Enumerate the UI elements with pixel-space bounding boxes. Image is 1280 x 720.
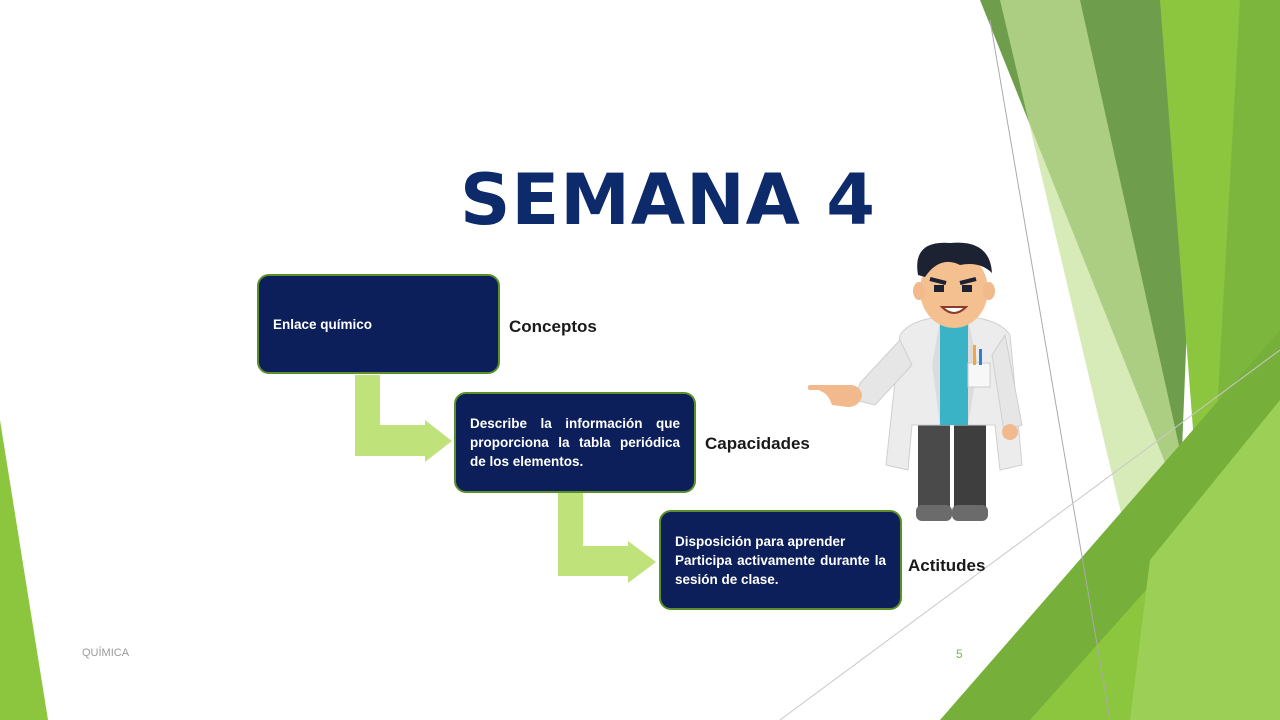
page-number: 5 <box>956 647 963 661</box>
step-text-line2: Participa activamente durante la sesión … <box>675 552 886 587</box>
step-arrow-1 <box>355 375 452 462</box>
step-box-capacity: Describe la información que proporciona … <box>454 392 696 493</box>
step-text: Describe la información que proporciona … <box>470 416 680 469</box>
slide-title: SEMANA 4 <box>460 159 876 241</box>
step-text-line1: Disposición para aprender <box>675 533 846 549</box>
footer-course: QUÍMICA <box>82 647 130 659</box>
step-box-concept: Enlace químico <box>257 274 500 374</box>
step-arrow-2 <box>558 493 656 583</box>
category-label-concepts: Conceptos <box>509 317 597 336</box>
category-label-capacities: Capacidades <box>705 434 810 453</box>
scientist-illustration <box>808 242 1023 521</box>
bottom-right-wedge-3 <box>1130 400 1280 720</box>
step-box-attitude: Disposición para aprender Participa acti… <box>659 510 902 610</box>
thin-diagonal-line <box>989 19 1111 720</box>
category-label-attitudes: Actitudes <box>908 556 986 575</box>
step-text: Enlace químico <box>273 316 373 332</box>
left-green-wedge <box>0 420 48 720</box>
thin-diagonal-line-2 <box>779 349 1280 720</box>
